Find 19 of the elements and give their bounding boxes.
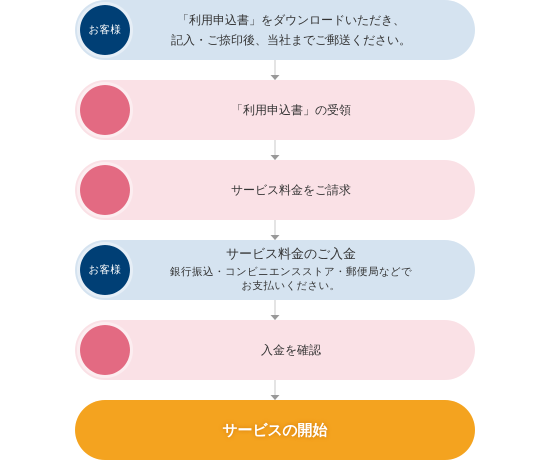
step-text: 入金を確認 (261, 342, 321, 359)
step-heading: サービス料金のご入金 (226, 246, 356, 264)
step-text: 「利用申込書」をダウンロードいただき、記入・ご捺印後、当社までご郵送ください。 (170, 12, 412, 49)
role-label: お客様 (88, 23, 122, 37)
flow-arrow (270, 380, 280, 400)
flow-arrow (270, 60, 280, 80)
role-badge (77, 2, 133, 58)
step-text: サービス料金をご請求 (231, 182, 351, 199)
flow-arrow (270, 220, 280, 240)
role-badge (77, 242, 133, 298)
role-label: お客様 (88, 263, 122, 277)
step-note: 銀行振込・コンビニエンスストア・郵便局などでお支払いください。 (169, 264, 413, 294)
role-badge (77, 82, 133, 138)
role-badge (77, 322, 133, 378)
role-badge (77, 162, 133, 218)
step-text: 「利用申込書」の受領 (231, 102, 351, 119)
flow-arrow (270, 140, 280, 160)
flow-arrow (270, 300, 280, 320)
step-text: サービスの開始 (222, 420, 328, 440)
